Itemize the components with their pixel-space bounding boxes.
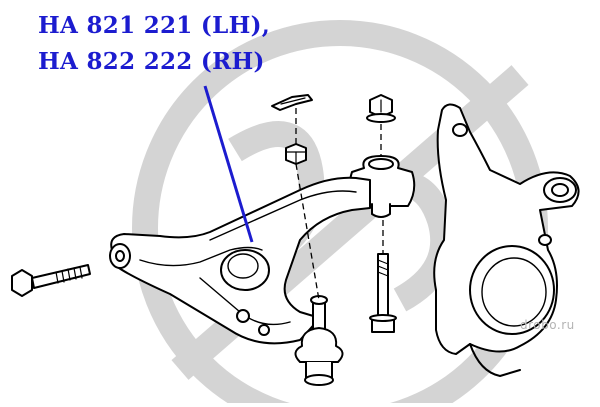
callout-leader-line bbox=[203, 85, 254, 243]
cotter-pin bbox=[271, 94, 313, 111]
pivot-bolt bbox=[11, 264, 91, 297]
steering-knuckle bbox=[433, 103, 580, 377]
watermark-text: drobo.ru bbox=[520, 318, 575, 332]
ball-joint bbox=[294, 295, 344, 386]
castle-nut bbox=[285, 143, 307, 165]
part-number-label-lh: HA 821 221 (LH), bbox=[38, 12, 271, 39]
part-number-label-rh: HA 822 222 (RH) bbox=[38, 48, 265, 75]
arm-bushing-boss bbox=[220, 249, 270, 336]
flange-nut bbox=[366, 94, 396, 123]
bushing-bolt bbox=[369, 253, 397, 333]
assembly-axis-lines bbox=[295, 108, 384, 301]
